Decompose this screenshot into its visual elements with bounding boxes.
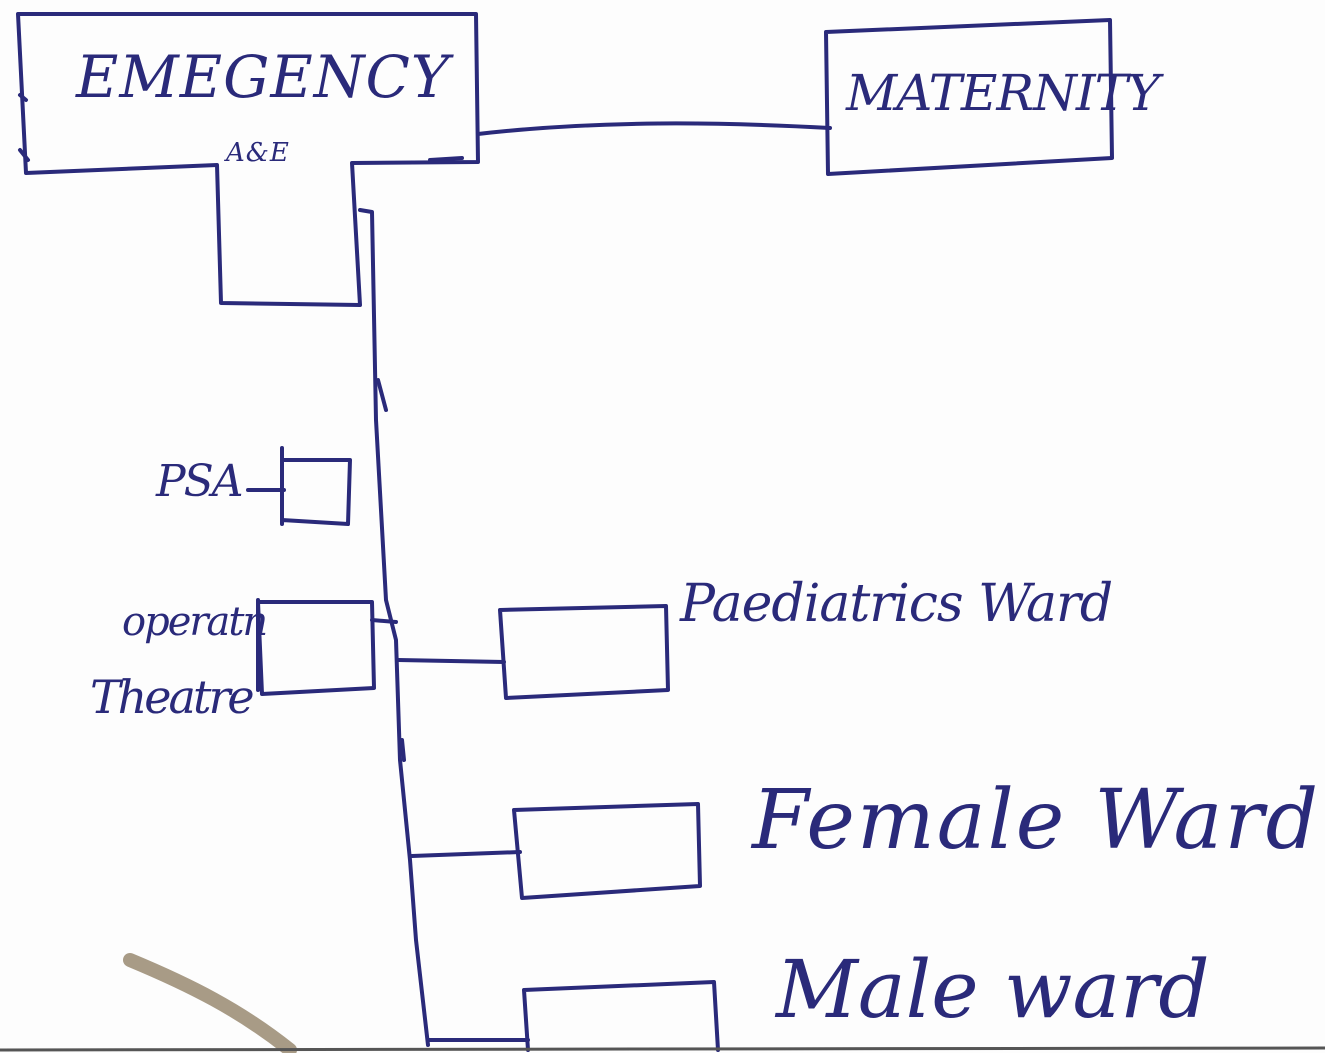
corridor-tick xyxy=(376,378,406,762)
paediatrics-label: Paediatrics Ward xyxy=(680,574,1113,634)
page-bottom-edge xyxy=(0,1046,1325,1052)
psa-box-outline xyxy=(280,446,352,526)
emergency-maternity-connector xyxy=(476,121,832,136)
paediatrics-box-outline xyxy=(498,604,670,700)
paediatrics-branch-line xyxy=(396,658,506,664)
female-box-outline xyxy=(512,802,702,900)
male-label: Male ward xyxy=(776,943,1210,1036)
smudge-mark xyxy=(123,953,297,1053)
emergency-tick-marks xyxy=(18,93,464,162)
emergency-label: EMEGENCY xyxy=(76,43,451,111)
psa-label: PSA xyxy=(156,456,244,507)
operating-theatre-connector xyxy=(370,618,398,624)
female-branch-line xyxy=(410,850,522,858)
maternity-label: MATERNITY xyxy=(846,64,1160,122)
main-corridor-line xyxy=(358,208,430,1047)
maternity-box-outline xyxy=(824,18,1114,176)
male-box-outline xyxy=(522,980,720,1052)
operating-label-line1: operatn xyxy=(122,599,268,645)
operating-theatre-box-outline xyxy=(256,598,376,696)
ae-label: A&E xyxy=(226,138,290,168)
emergency-block-outline xyxy=(16,12,480,307)
operating-label-line2: Theatre xyxy=(90,670,255,724)
female-label: Female Ward xyxy=(752,773,1321,868)
